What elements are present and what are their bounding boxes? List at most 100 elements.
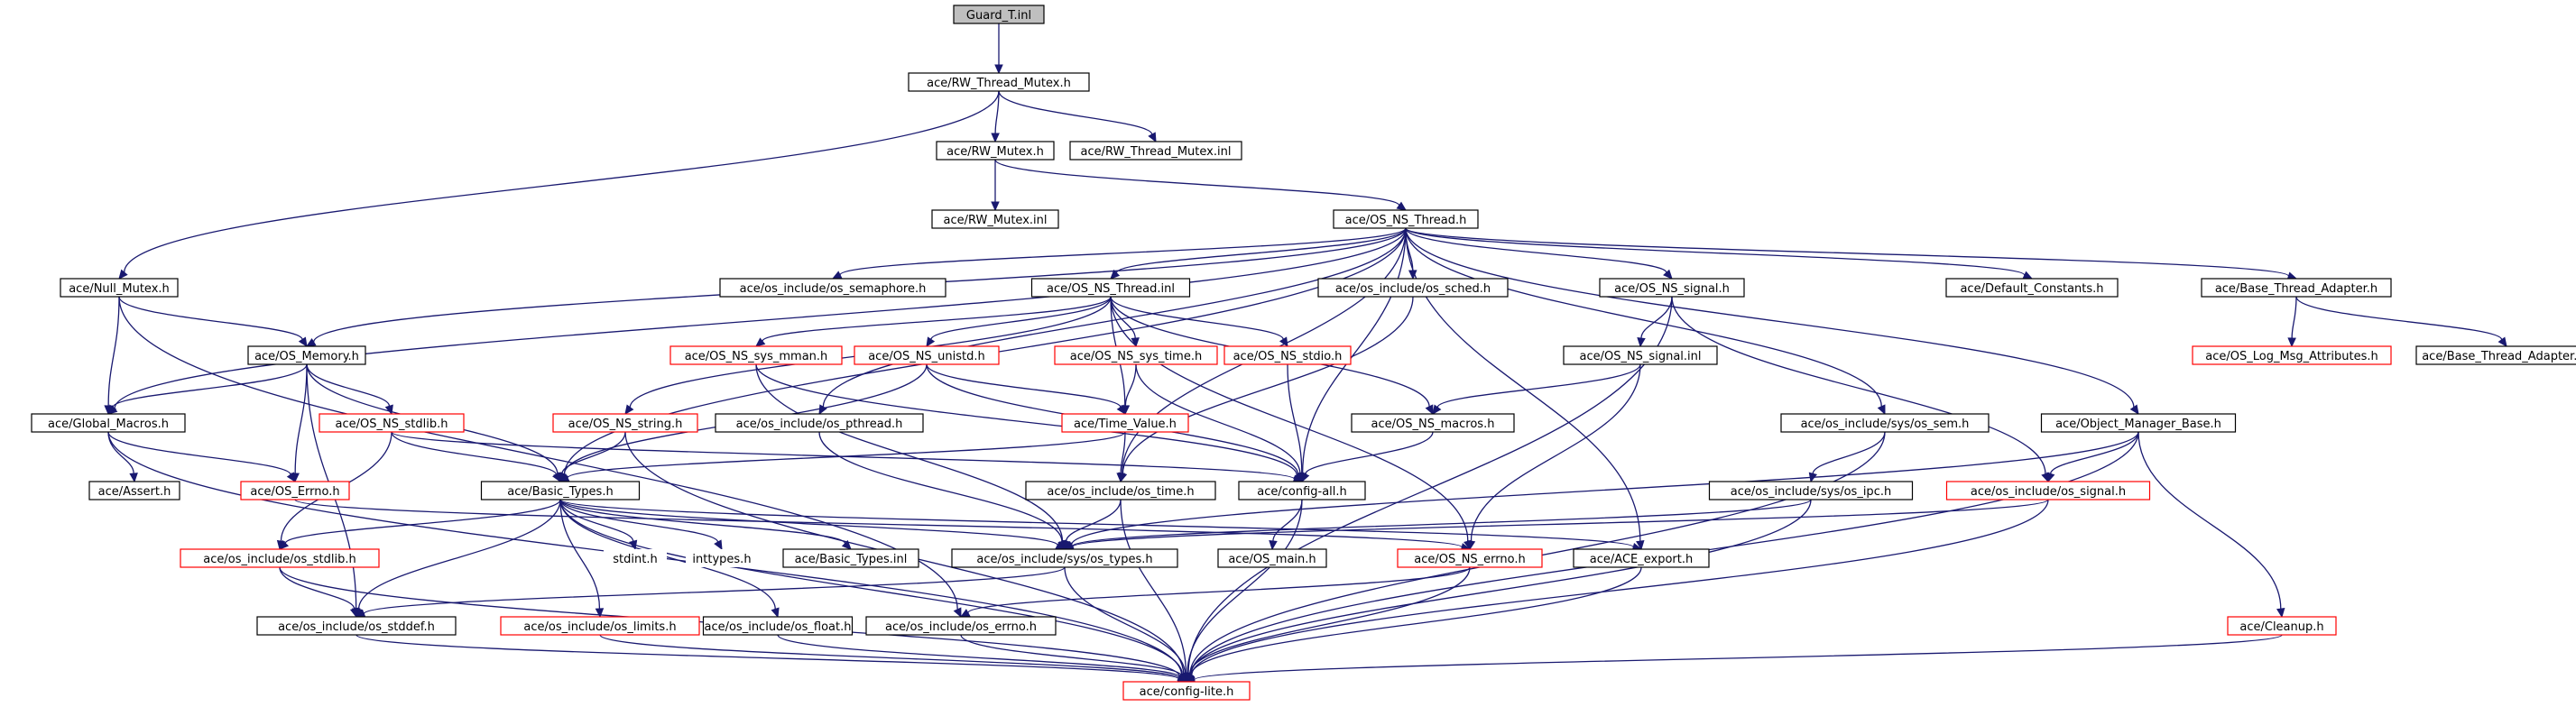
node-timevalue[interactable]: ace/Time_Value.h xyxy=(1061,413,1189,433)
node-box xyxy=(1317,278,1509,298)
dependency-edge xyxy=(355,634,1188,684)
node-systypes[interactable]: ace/os_include/sys/os_types.h xyxy=(951,548,1178,568)
node-basictypes[interactable]: ace/Basic_Types.h xyxy=(480,481,641,500)
node-box xyxy=(951,548,1178,568)
node-box xyxy=(60,278,179,298)
node-box xyxy=(1945,278,2119,298)
node-label: ace/os_include/os_pthread.h xyxy=(736,418,903,431)
node-rwtm[interactable]: ace/RW_Thread_Mutex.h xyxy=(908,72,1090,92)
node-systime[interactable]: ace/OS_NS_sys_time.h xyxy=(1054,345,1218,365)
node-oserrno[interactable]: ace/OS_Errno.h xyxy=(240,481,350,500)
node-box xyxy=(715,413,924,433)
node-rwm[interactable]: ace/RW_Mutex.h xyxy=(936,141,1055,161)
node-label: ace/Object_Manager_Base.h xyxy=(2055,418,2221,431)
node-box xyxy=(1333,209,1479,229)
node-stdio[interactable]: ace/OS_NS_stdio.h xyxy=(1223,345,1352,365)
node-box xyxy=(240,481,350,500)
node-label: ace/OS_NS_stdio.h xyxy=(1233,350,1343,363)
node-bta[interactable]: ace/Base_Thread_Adapter.h xyxy=(2201,278,2392,298)
node-box xyxy=(702,616,854,636)
node-configlite[interactable]: ace/config-lite.h xyxy=(1122,681,1251,701)
node-label: ace/OS_NS_errno.h xyxy=(1414,553,1526,566)
node-box xyxy=(1397,548,1543,568)
node-rwminl[interactable]: ace/RW_Mutex.inl xyxy=(931,209,1059,229)
node-nullmutex[interactable]: ace/Null_Mutex.h xyxy=(60,278,179,298)
node-box xyxy=(2040,413,2237,433)
node-ossched[interactable]: ace/os_include/os_sched.h xyxy=(1317,278,1509,298)
node-box xyxy=(247,345,366,365)
node-label: ace/Global_Macros.h xyxy=(48,418,169,431)
node-label: ace/OS_NS_macros.h xyxy=(1371,418,1495,431)
node-sysipc[interactable]: ace/os_include/sys/os_ipc.h xyxy=(1708,481,1914,500)
node-signalinl[interactable]: ace/OS_NS_signal.inl xyxy=(1563,345,1718,365)
node-aceexport[interactable]: ace/ACE_export.h xyxy=(1573,548,1710,568)
node-label: ace/OS_NS_sys_mman.h xyxy=(685,350,828,363)
dependency-edge xyxy=(107,431,296,483)
dependency-edge xyxy=(1405,227,1886,416)
node-box xyxy=(1351,413,1515,433)
node-box xyxy=(1573,548,1710,568)
node-osfloat[interactable]: ace/os_include/os_float.h xyxy=(702,616,854,636)
dependency-edge xyxy=(1466,363,1641,551)
node-osnsthreadinl[interactable]: ace/OS_NS_Thread.inl xyxy=(1030,278,1191,298)
node-osnssignal[interactable]: ace/OS_NS_signal.h xyxy=(1599,278,1745,298)
node-oserrnoh[interactable]: ace/os_include/os_errno.h xyxy=(865,616,1057,636)
node-label: ace/OS_Errno.h xyxy=(250,485,339,499)
dependency-edge xyxy=(291,363,308,483)
dependency-edge xyxy=(1637,296,1673,348)
node-box xyxy=(1122,681,1251,701)
node-btinl[interactable]: ace/Basic_Types.inl xyxy=(782,548,919,568)
node-box xyxy=(2227,616,2337,636)
node-ossem[interactable]: ace/os_include/os_semaphore.h xyxy=(719,278,946,298)
node-osstddef[interactable]: ace/os_include/os_stddef.h xyxy=(256,616,457,636)
dependency-edge xyxy=(991,160,1000,212)
dependency-edge xyxy=(1121,363,1137,416)
node-syssem[interactable]: ace/os_include/sys/os_sem.h xyxy=(1780,413,1990,433)
node-osnsthread[interactable]: ace/OS_NS_Thread.h xyxy=(1333,209,1479,229)
node-box xyxy=(552,413,698,433)
node-label: ace/OS_NS_signal.h xyxy=(1614,282,1730,296)
node-btainl[interactable]: ace/Base_Thread_Adapter.inl xyxy=(2415,345,2576,365)
node-label: ace/OS_NS_Thread.inl xyxy=(1047,282,1175,296)
dependency-edge xyxy=(1186,566,1471,684)
node-label: ace/os_include/sys/os_ipc.h xyxy=(1731,485,1891,499)
node-label: ace/Cleanup.h xyxy=(2239,620,2323,634)
node-pthread[interactable]: ace/os_include/os_pthread.h xyxy=(715,413,924,433)
dependency-edge xyxy=(559,499,852,550)
node-label: ace/os_include/os_stddef.h xyxy=(278,620,435,634)
node-ostime[interactable]: ace/os_include/os_time.h xyxy=(1025,481,1216,500)
node-unistd[interactable]: ace/OS_NS_unistd.h xyxy=(854,345,1000,365)
node-box xyxy=(719,278,946,298)
dependency-edge xyxy=(118,90,1000,280)
node-label: ace/OS_Memory.h xyxy=(254,350,359,363)
node-oslimits[interactable]: ace/os_include/os_limits.h xyxy=(500,616,700,636)
node-osstdlib[interactable]: ace/os_include/os_stdlib.h xyxy=(180,548,380,568)
node-osmain[interactable]: ace/OS_main.h xyxy=(1217,548,1327,568)
node-sysmman[interactable]: ace/OS_NS_sys_mman.h xyxy=(669,345,843,365)
node-box xyxy=(865,616,1057,636)
node-box xyxy=(1563,345,1718,365)
dependency-edge xyxy=(107,227,1407,415)
node-nserrno[interactable]: ace/OS_NS_errno.h xyxy=(1397,548,1543,568)
node-label: ace/OS_Log_Msg_Attributes.h xyxy=(2205,350,2377,363)
node-osmemory[interactable]: ace/OS_Memory.h xyxy=(247,345,366,365)
node-globalmacros[interactable]: ace/Global_Macros.h xyxy=(31,413,186,433)
node-rwtminl[interactable]: ace/RW_Thread_Mutex.inl xyxy=(1069,141,1242,161)
node-nsmacros[interactable]: ace/OS_NS_macros.h xyxy=(1351,413,1515,433)
node-cleanup[interactable]: ace/Cleanup.h xyxy=(2227,616,2337,636)
node-logmsg[interactable]: ace/OS_Log_Msg_Attributes.h xyxy=(2192,345,2392,365)
node-label: ace/os_include/os_limits.h xyxy=(523,620,676,634)
node-assert[interactable]: ace/Assert.h xyxy=(88,481,180,500)
dependency-edge xyxy=(1405,227,2298,280)
node-osnsstring[interactable]: ace/OS_NS_string.h xyxy=(552,413,698,433)
dependency-edge xyxy=(1110,227,1407,280)
dependency-edge xyxy=(994,23,1003,75)
node-box xyxy=(686,549,758,567)
dependency-edge xyxy=(1405,227,2034,280)
node-ossignal[interactable]: ace/os_include/os_signal.h xyxy=(1945,481,2151,500)
node-omb[interactable]: ace/Object_Manager_Base.h xyxy=(2040,413,2237,433)
node-defconst[interactable]: ace/Default_Constants.h xyxy=(1945,278,2119,298)
node-box xyxy=(1030,278,1191,298)
node-osnsstdlib[interactable]: ace/OS_NS_stdlib.h xyxy=(319,413,465,433)
node-configall[interactable]: ace/config-all.h xyxy=(1238,481,1366,500)
